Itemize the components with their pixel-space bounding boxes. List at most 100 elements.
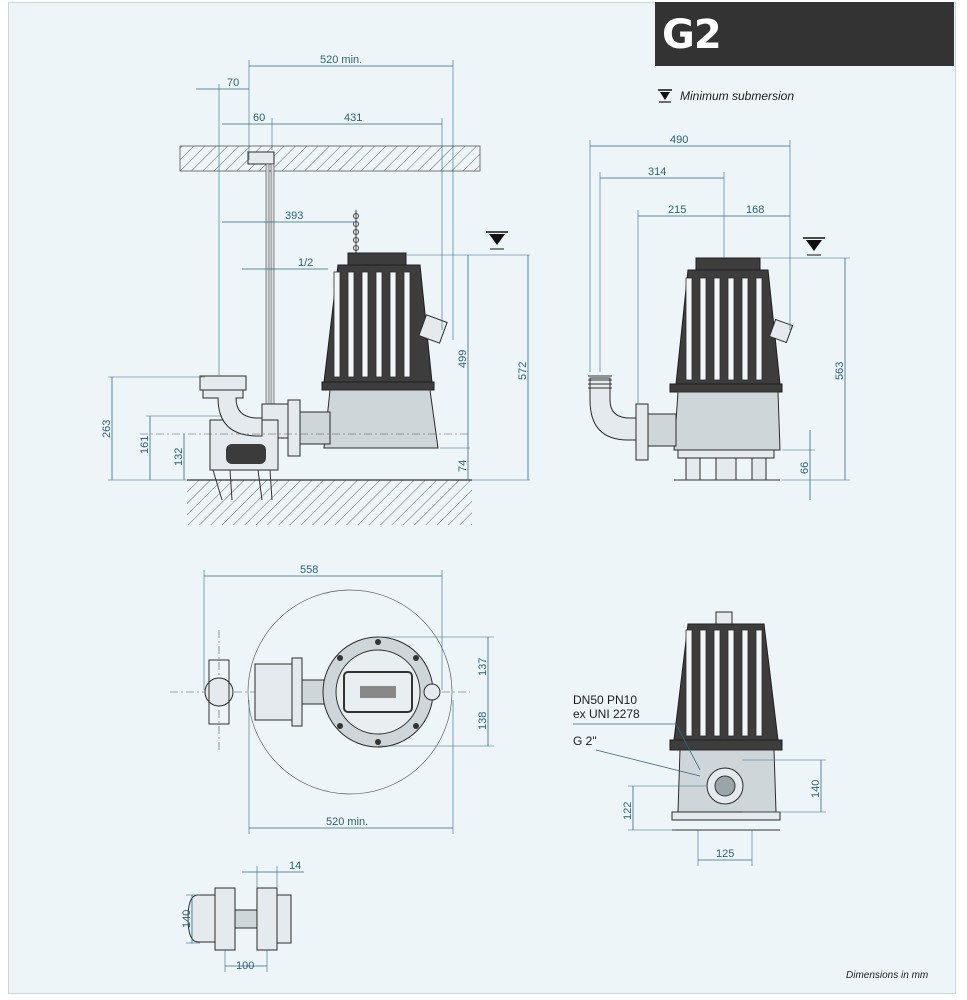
dim-558: 558 [203, 564, 443, 690]
svg-text:70: 70 [227, 77, 239, 89]
dim-161: 161 [139, 415, 222, 480]
svg-text:138: 138 [477, 712, 489, 730]
svg-text:125: 125 [716, 848, 734, 860]
discharge-bend [589, 377, 637, 441]
plan-view: 558 137 138 520 min. [170, 564, 494, 834]
claw-flange [256, 887, 278, 951]
dim-168: 168 [724, 204, 790, 217]
floor-hatch [187, 480, 472, 525]
svg-text:1/2: 1/2 [298, 257, 313, 269]
hose-rings [588, 375, 612, 389]
svg-text:66: 66 [799, 462, 811, 474]
dim-70: 70 [196, 77, 249, 375]
svg-text:137: 137 [477, 658, 489, 676]
model-tag-box [655, 2, 954, 66]
lifting-handle [343, 671, 413, 713]
svg-text:572: 572 [517, 362, 529, 380]
dim-66: 66 [782, 430, 815, 500]
dim-140-front: 140 [742, 759, 826, 813]
svg-text:520 min.: 520 min. [326, 816, 368, 828]
min-submersion-marker [486, 231, 508, 250]
pump-volute [673, 391, 781, 451]
svg-text:140: 140 [810, 780, 822, 798]
dim-314: 314 [599, 166, 725, 372]
dim-520-min-plan: 520 min. [248, 700, 454, 834]
svg-text:431: 431 [344, 112, 362, 124]
model-tag: G2 [662, 12, 722, 58]
handle-grip [360, 686, 396, 698]
dim-138: 138 [378, 692, 494, 747]
discharge-neck [299, 411, 331, 445]
cable-entry [715, 611, 733, 625]
svg-text:140: 140 [181, 910, 193, 928]
duckfoot-window [226, 444, 266, 464]
sump-outline [247, 589, 453, 795]
support-feet [674, 449, 780, 481]
front-view: DN50 PN10 ex UNI 2278 G 2" 140 122 [573, 611, 826, 866]
minimum-submersion-icon [658, 89, 672, 103]
coupling-foot [254, 663, 296, 721]
guide-rail [270, 163, 275, 405]
pump-motor [669, 257, 794, 393]
discharge-bend [202, 377, 263, 437]
bolts [337, 639, 419, 745]
pipe-socket [199, 375, 247, 391]
svg-text:100: 100 [236, 960, 254, 972]
discharge-flange [635, 403, 649, 461]
coupling-detail-view: 14 140 100 [181, 860, 304, 972]
discharge-neck [301, 679, 327, 705]
dim-74: 74 [440, 447, 470, 472]
side-installation-view: 520 min. 70 60 431 393 [101, 54, 530, 525]
lifting-chain [353, 210, 359, 255]
dim-132: 132 [173, 434, 185, 480]
svg-text:122: 122 [622, 802, 634, 820]
pipe-bracket [208, 659, 230, 725]
dim-490: 490 [589, 134, 791, 372]
discharge-pipe [204, 677, 234, 707]
flange-standard-label: ex UNI 2278 [573, 707, 640, 721]
dim-431: 431 [271, 112, 443, 330]
flange-spec-label: DN50 PN10 [573, 693, 637, 707]
pump-motor [669, 623, 783, 751]
svg-text:60: 60 [253, 112, 265, 124]
svg-text:563: 563 [834, 362, 846, 380]
svg-text:490: 490 [670, 134, 688, 146]
label-leader [675, 723, 701, 771]
connection-bolt [234, 909, 258, 929]
side-standalone-view: 490 314 215 168 563 [588, 134, 850, 500]
svg-text:161: 161 [139, 436, 151, 454]
svg-text:263: 263 [101, 420, 113, 438]
upper-bracket [247, 151, 275, 165]
svg-text:393: 393 [285, 210, 303, 222]
legend-text: Minimum submersion [680, 89, 795, 103]
cable-gland [423, 683, 441, 701]
ceiling-slab [179, 145, 481, 172]
svg-text:74: 74 [457, 460, 469, 472]
dim-572: 572 [472, 255, 530, 481]
svg-text:499: 499 [457, 350, 469, 368]
dim-563: 563 [760, 257, 850, 481]
dim-263: 263 [101, 376, 205, 481]
dim-100: 100 [224, 950, 268, 972]
dim-14: 14 [242, 860, 304, 888]
dim-140-detail: 140 [181, 894, 200, 944]
dim-393: 393 [222, 210, 356, 223]
label-leader [595, 749, 701, 777]
dim-499: 499 [407, 254, 530, 480]
svg-text:132: 132 [173, 448, 185, 466]
support-base [671, 811, 781, 821]
pump-volute [323, 389, 439, 449]
dim-520-min-top: 520 min. [248, 54, 454, 340]
svg-text:215: 215 [668, 204, 686, 216]
thread-label: G 2" [573, 734, 597, 748]
fixed-flange [214, 887, 236, 951]
flange [291, 657, 303, 727]
svg-text:520 min.: 520 min. [320, 54, 362, 66]
dim-122: 122 [622, 785, 706, 831]
base-anchor [212, 469, 273, 501]
dim-60: 60 [222, 112, 272, 125]
svg-text:314: 314 [648, 166, 666, 178]
discharge-neck [647, 413, 677, 447]
pump-motor [321, 252, 448, 391]
